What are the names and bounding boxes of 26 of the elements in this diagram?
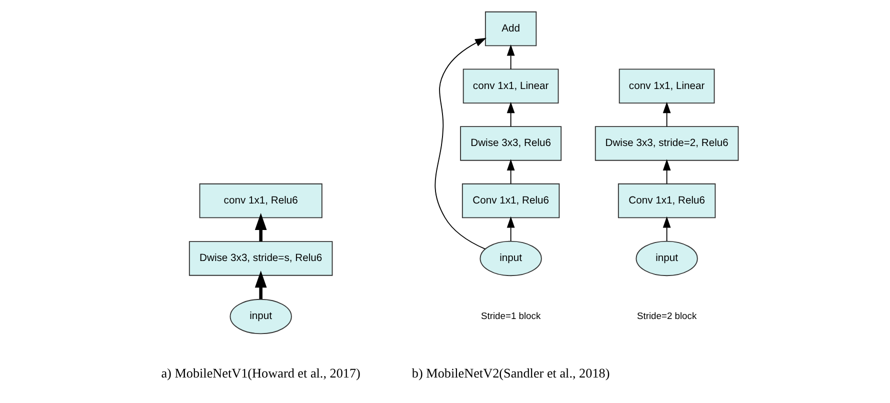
node-box: Dwise 3x3, stride=s, Relu6 <box>188 241 332 276</box>
arrow <box>506 159 514 184</box>
node-box: Conv 1x1, Relu6 <box>461 183 560 218</box>
node-box: Conv 1x1, Relu6 <box>617 183 716 218</box>
arrow <box>254 270 266 300</box>
label: b) MobileNetV2(Sandler et al., 2018) <box>411 366 610 381</box>
node-box: Add <box>484 11 536 46</box>
label: a) MobileNetV1(Howard et al., 2017) <box>160 366 360 381</box>
arrow <box>506 216 514 242</box>
node-box: Dwise 3x3, stride=2, Relu6 <box>594 126 738 161</box>
arrow <box>662 216 670 242</box>
arrow <box>506 44 514 70</box>
node-box: conv 1x1, Linear <box>618 68 714 104</box>
arrow <box>254 213 266 242</box>
arrow <box>434 38 486 250</box>
node-label: Stride=1 block <box>480 310 540 321</box>
arrow <box>662 159 670 184</box>
arrow <box>662 102 670 127</box>
node-ellipse: input <box>229 298 292 334</box>
node-box: Dwise 3x3, Relu6 <box>460 126 562 161</box>
node-ellipse: input <box>635 240 698 276</box>
arrow <box>506 102 514 127</box>
node-label: Stride=2 block <box>636 310 696 321</box>
node-box: conv 1x1, Linear <box>462 68 558 104</box>
node-box: conv 1x1, Relu6 <box>198 183 322 218</box>
node-ellipse: input <box>479 240 542 276</box>
